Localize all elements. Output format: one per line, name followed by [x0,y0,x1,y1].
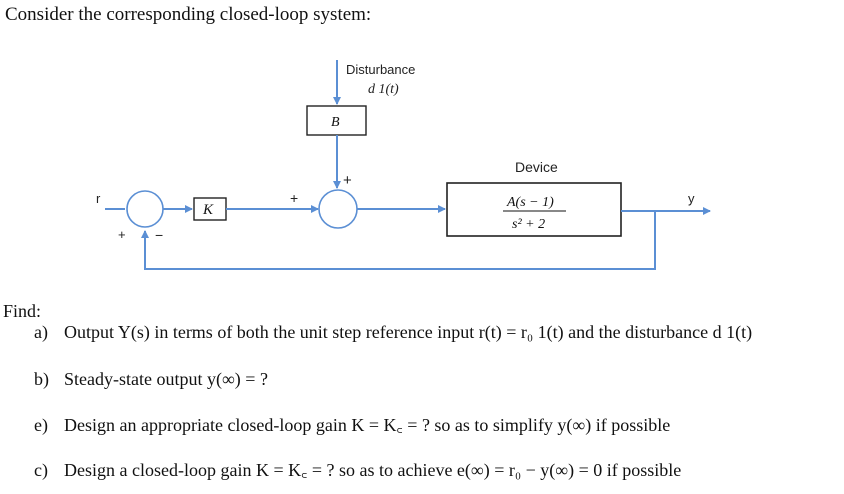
problem-heading: Consider the corresponding closed-loop s… [5,4,372,25]
input-label: r [96,191,101,206]
question-b-letter: b) [34,369,49,389]
question-e-text: Design an appropriate closed-loop gain K… [64,415,671,435]
question-e-letter: e) [34,415,48,435]
find-label: Find: [3,301,42,321]
feedback-path [141,211,656,270]
transfer-function-denominator: s² + 2 [512,217,545,232]
output-label: y [688,191,695,206]
transfer-function-numerator: A(s − 1) [506,195,554,210]
sum1-minus-sign: − [155,227,163,243]
device-label: Device [515,159,558,175]
question-a-letter: a) [34,322,48,342]
disturbance-label: Disturbance [346,62,415,77]
question-e: e) Design an appropriate closed-loop gain… [34,413,670,437]
k-block-label: K [202,202,214,218]
question-a: a) Output Y(s) in terms of both the unit … [34,322,752,343]
question-b: b) Steady-state output y(∞) = ? [34,369,268,390]
b-block-label: B [331,115,340,130]
question-b-text: Steady-state output y(∞) = ? [64,369,268,389]
disturbance-signal: d 1(t) [368,82,399,97]
question-a-text: Output Y(s) in terms of both the unit st… [64,322,753,342]
question-c-text: Design a closed-loop gain K = K꜀ = ? so … [64,460,682,480]
sum2-plus-left: + [290,190,298,206]
block-diagram: r + − K + + Disturbance d 1(t) B Device … [96,60,711,270]
question-c: c) Design a closed-loop gain K = K꜀ = ? s… [34,458,681,482]
device-block [446,182,622,237]
summing-junction-2 [318,189,358,229]
sum2-plus-top: + [343,172,352,189]
sum1-plus-sign: + [118,227,126,242]
summing-junction-1 [126,190,164,228]
question-c-letter: c) [34,460,48,480]
